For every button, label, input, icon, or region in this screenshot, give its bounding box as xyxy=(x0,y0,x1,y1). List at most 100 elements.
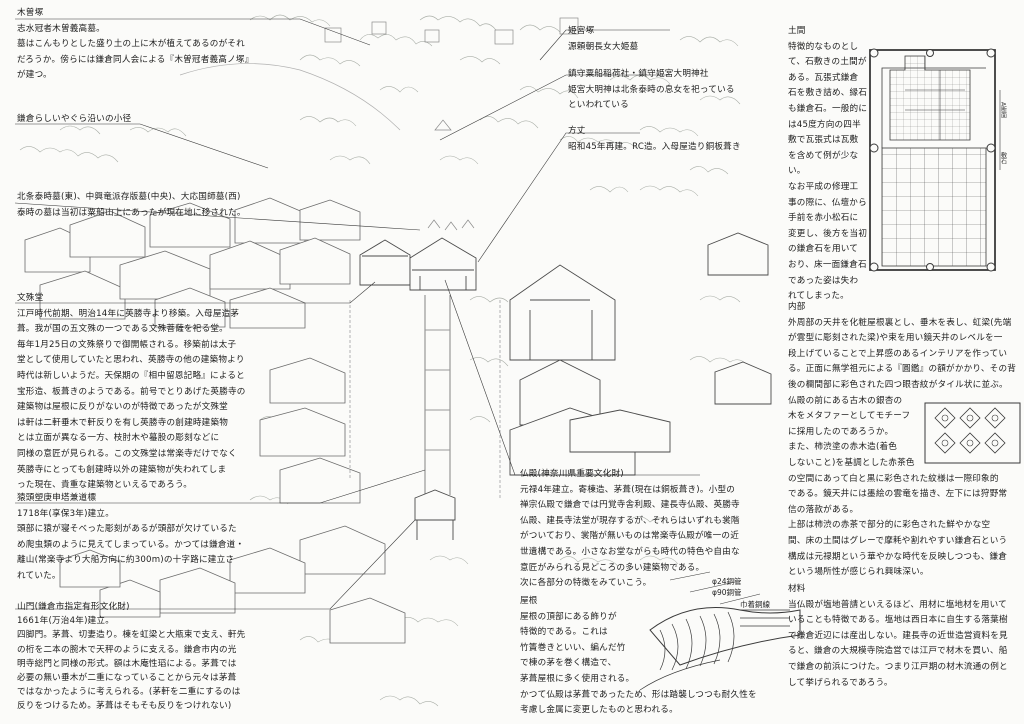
note-title: 北条泰時墓(東)、中興竜派存版墓(中央)、大応国師墓(西) xyxy=(17,192,241,202)
note-himezuka: 姫宮塚 源頼朝長女大姫墓 xyxy=(568,24,748,55)
note-line: 禅宗仏殿で鎌倉では円覚寺舎利殿、建長寺仏殿、英勝寺 xyxy=(520,500,740,511)
note-hojo-hall: 方丈 昭和45年再建。RC造。入母屋造り銅板葺き xyxy=(568,124,768,155)
note-line: った現在、貴重な建築物といえるであろう。 xyxy=(17,480,193,491)
note-line: 特徴的なものとし xyxy=(788,41,859,52)
note-line: の桁を二本の腕木で天秤のように支える。鎌倉市内の光 xyxy=(17,644,237,655)
note-line: で鎌倉の前浜につけた。つまり江戸期の材木流通の例と xyxy=(788,661,1008,672)
pipe-label-90: φ90銅管 xyxy=(712,587,742,597)
note-line: る。正面に無学祖元による『圓鑑』の額がかかり、その背 xyxy=(788,364,1017,375)
pipe-label-24: φ24銅管 xyxy=(712,576,742,586)
note-title: 木曽塚 xyxy=(17,8,44,18)
note-line: い。 xyxy=(788,166,806,177)
pipe-label-wire: 巾着銅線 xyxy=(740,599,770,609)
note-line: は45度方向の四半 xyxy=(788,119,861,130)
note-title: 仏殿(神奈川県重要文化財) xyxy=(520,469,624,479)
note-title: 材料 xyxy=(788,584,806,594)
note-line: かつて仏殿は茅葺であったため、形は踏襲しつつも耐久性を xyxy=(520,689,757,700)
note-line: 上部は柿渋の赤茶で部分的に彩色された鮮やかな空 xyxy=(788,520,991,531)
note-line: 泰時の墓は当初は粟船山上にあったが現在地に移された。 xyxy=(17,207,246,218)
note-title: 文殊堂 xyxy=(17,293,44,303)
note-komichi: 鎌倉らしいやぐら沿いの小径 xyxy=(17,112,217,128)
note-line: ある。瓦張式鎌倉 xyxy=(788,72,859,83)
tree-canopy xyxy=(19,14,749,707)
note-line: 世遺構である。小さなお堂ながらも時代の特色や自由な xyxy=(520,546,740,557)
note-line: 同様の意匠が見られる。この文殊堂は常楽寺だけでなく xyxy=(17,448,237,459)
note-line: 葺。我が国の五文殊の一つである文殊菩薩を祀る堂。 xyxy=(17,324,228,335)
upper-small-structures xyxy=(179,17,579,231)
note-line: して挙げられるであろう。 xyxy=(788,677,893,688)
note-line: ると、鎌倉の大規模寺院造営では江戸で材木を買い、船 xyxy=(788,646,1008,657)
floor-plan-drawing xyxy=(869,48,1001,272)
plan-flagstone-label: 敷石 xyxy=(1000,151,1007,165)
note-line: 建築物は屋根に反りがないのが特徴であったが文殊堂 xyxy=(17,402,228,413)
note-line: 明寺総門と同様の形式。額は木庵性瑫による。茅葺では xyxy=(17,658,237,669)
note-hojo-graves: 北条泰時墓(東)、中興竜派存版墓(中央)、大応国師墓(西) 泰時の墓は当初は粟船… xyxy=(17,190,317,221)
note-title: 方丈 xyxy=(568,126,586,136)
ceiling-pattern-drawing xyxy=(924,402,1021,464)
note-line: 頭部に猿が寝そべった彫刻があるが頭部が欠けているた xyxy=(17,524,237,535)
note-title: 猿頭塑庚申塔兼道標 xyxy=(17,493,97,503)
note-line: 敷で瓦張式は瓦敷 xyxy=(788,135,859,146)
note-line: 信の落款がある。 xyxy=(788,504,859,515)
note-line: 当仏殿が塩地普請といえるほど、用材に塩地材を用いて xyxy=(788,599,1007,610)
plan-section-label: A断面 xyxy=(1000,102,1007,119)
note-line: 時代は新しいようだ。天保期の『相中留恩記略』によると xyxy=(17,370,245,381)
note-line: の空間にあって白と黒に彩色された紋様は一際印象的 xyxy=(788,473,999,484)
note-line: である。鏡天井には墨絵の雲竜を描き、左下には狩野常 xyxy=(788,489,1008,500)
note-sanmon: 山門(鎌倉市指定有形文化財) 1661年(万治4年)建立。 四脚門。茅葺、切妻造… xyxy=(17,600,297,714)
note-line: だろうか。傍らには鎌倉同人会による『木曽冠者義高ノ塚』 xyxy=(17,54,254,65)
note-title: 屋根 xyxy=(520,596,538,606)
note-line: 堂として使用していたと思われ、英勝寺の他の建築物より xyxy=(17,355,245,366)
note-line: 竹簀巻きといい、編んだ竹 xyxy=(520,642,626,653)
note-line: とは立面が異なる一方、枝肘木や蟇股の彫刻などに xyxy=(17,433,220,444)
note-line: も鎌倉石。一般的に xyxy=(788,103,868,114)
town-houses xyxy=(24,197,406,644)
note-line: 英勝寺にとっても創建時以外の建築物が失われてしま xyxy=(17,464,227,475)
note-line: 後の欄間部に彩色された四つ眼杏紋がタイル状に並ぶ。 xyxy=(788,379,1008,390)
note-doma: 土間 特徴的なものとし て、石敷きの土間が ある。瓦張式鎌倉 石を敷き詰め、縁石… xyxy=(788,24,870,305)
note-line: 屋根の頂部にある飾りが xyxy=(520,611,617,622)
roof-ridge-detail-drawing xyxy=(639,571,801,691)
note-line: 考慮し金属に変更したものと思われる。 xyxy=(520,705,678,716)
note-zairyo: 材料 当仏殿が塩地普請といえるほど、用材に塩地材を用いて いることも特徴である。… xyxy=(788,582,1020,691)
note-line: が建つ。 xyxy=(17,70,52,81)
note-line: 段上げていることで上昇感のあるインテリアを作ってい xyxy=(788,348,1008,359)
note-line: 源頼朝長女大姫墓 xyxy=(568,41,639,52)
note-inari: 鎮守粟船稲荷社・鎮守姫宮大明神社 姫宮大明神は北条泰時の息女を祀っている といわ… xyxy=(568,67,768,114)
note-line: れていた。 xyxy=(17,570,61,581)
note-line: という場所性が感じられ興味深い。 xyxy=(788,567,929,578)
note-line: 石を敷き詰め、縁石 xyxy=(788,88,868,99)
note-line: 木をメタファーとしてモチーフ xyxy=(788,411,911,422)
note-line: れてしまった。 xyxy=(788,291,849,302)
note-line: 必要の無い垂木が二重になっていることから元々は茅葺 xyxy=(17,673,237,684)
note-line: を含めて例が少な xyxy=(788,150,859,161)
note-line: 1661年(万治4年)建立。 xyxy=(17,616,115,627)
temple-compound xyxy=(349,232,772,540)
note-line: 宝形造、板葺きのようである。前号でとりあげた英勝寺の xyxy=(17,386,246,397)
leader-lines xyxy=(14,18,700,610)
note-line: ではなかったように考えられる。(茅軒を二重にするのは xyxy=(17,687,241,698)
note-line: 四脚門。茅葺、切妻造り。棟を虹梁と大瓶束で支え、軒先 xyxy=(17,630,246,641)
note-line: 元禄4年建立。寄棟造、茅葺(現在は銅板葺き)。小型の xyxy=(520,484,736,495)
note-line: め爬虫類のように見えてしまっている。かつては鎌倉道・ xyxy=(17,539,245,550)
note-line: 事の際に、仏壇から xyxy=(788,197,867,208)
note-line: 反りをつけるため。茅葺はそもそも反りをつけれない) xyxy=(17,701,232,712)
note-line: といわれている xyxy=(568,100,629,111)
note-monjudo: 文殊堂 江戸時代前期、明治14年に英勝寺より移築。入母屋造茅 葺。我が国の五文殊… xyxy=(17,291,297,494)
note-line: で鎌倉近辺には産出しない。建長寺の近世造営資料を見 xyxy=(788,630,1008,641)
note-kisozuka: 木曽塚 志水冠者木曽義高墓。 墓はこんもりとした盛り土の上に木が植えてあるのがそ… xyxy=(17,6,317,84)
note-line: は軒は二軒垂木で軒反りを有し英勝寺の創建時建築物 xyxy=(17,417,229,428)
note-butsuden: 仏殿(神奈川県重要文化財) 元禄4年建立。寄棟造、茅葺(現在は銅板葺き)。小型の… xyxy=(520,467,785,592)
note-line: 特徴的である。これは xyxy=(520,627,608,638)
note-line: の鎌倉石を用いて xyxy=(788,244,859,255)
note-line: 間、床の土間はグレーで摩耗や割れやすい鎌倉石という xyxy=(788,535,1008,546)
note-line: 墓はこんもりとした盛り土の上に木が植えてあるのがそれ xyxy=(17,39,245,50)
note-line: 変更し、後方を当初 xyxy=(788,228,868,239)
note-line: 1718年(享保3年)建立。 xyxy=(17,508,115,519)
note-title: 内部 xyxy=(788,302,806,312)
note-line: 毎年1月25日の文殊祭りで御開帳される。移築前は太子 xyxy=(17,339,237,350)
note-line: 外周部の天井を化粧屋根裏とし、垂木を表し、虹梁(先端 xyxy=(788,317,1012,328)
note-line: 構成は元禄期という華やかな時代を反映しつつも、鎌倉 xyxy=(788,551,1008,562)
note-title: 鎮守粟船稲荷社・鎮守姫宮大明神社 xyxy=(568,69,709,79)
